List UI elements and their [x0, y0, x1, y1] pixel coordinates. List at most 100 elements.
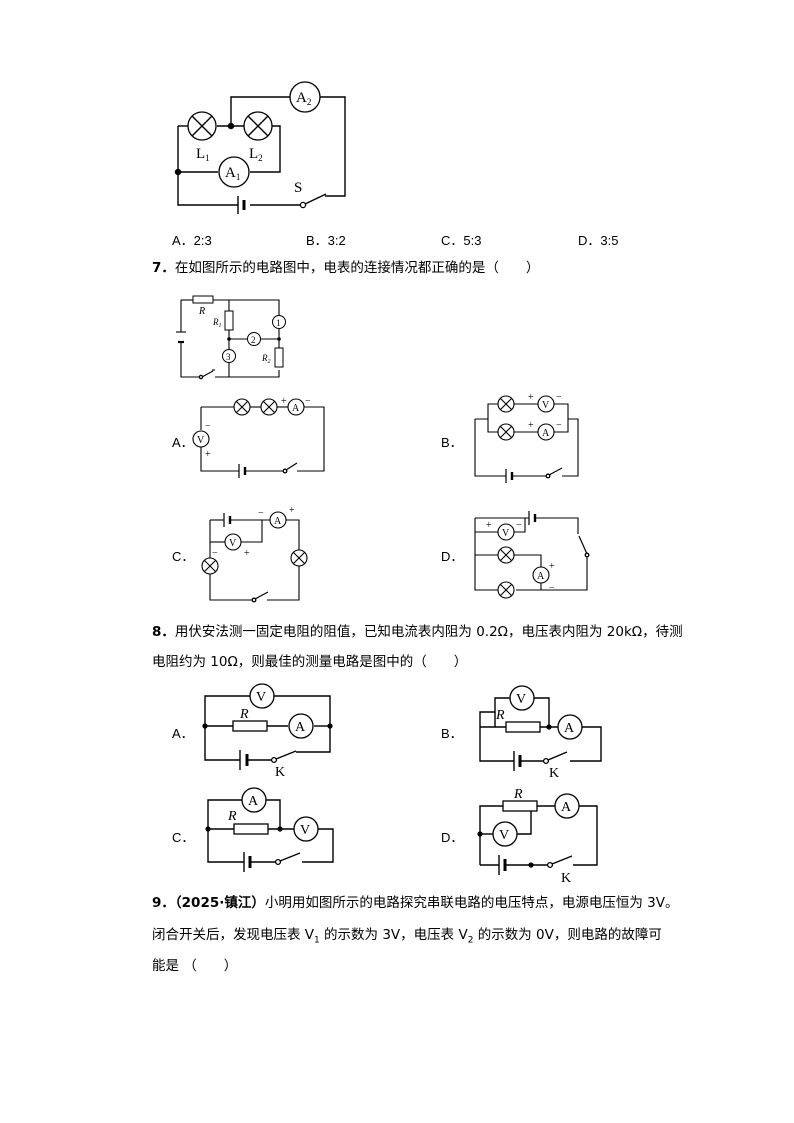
q8b-ammeter	[557, 714, 583, 740]
q6-junction	[227, 122, 235, 130]
lamp-icon	[497, 546, 515, 564]
q6-option-b[interactable]: B．3:2	[306, 233, 346, 248]
q7c-ammeter	[269, 511, 287, 529]
svg-text:A: A	[292, 403, 300, 414]
svg-text:R: R	[513, 787, 523, 802]
q6-switch-label: S	[294, 180, 302, 196]
svg-text:V: V	[197, 435, 205, 446]
lamp-icon	[290, 549, 308, 567]
q8-option-b[interactable]: B．	[441, 726, 463, 741]
q6-ammeter-a2-symbol	[289, 81, 321, 113]
q7a-voltmeter	[192, 430, 210, 448]
q8c-ammeter	[241, 787, 267, 813]
q6-option-c[interactable]: C．5:3	[441, 233, 482, 248]
q7c-voltmeter	[224, 533, 242, 551]
svg-text:A: A	[542, 428, 550, 439]
q8a-voltmeter	[249, 683, 275, 709]
svg-text:+: +	[205, 449, 211, 460]
svg-text:−: −	[556, 392, 562, 403]
svg-text:R1: R1	[212, 317, 222, 329]
q6-battery	[237, 196, 246, 214]
q7-meter-3	[222, 349, 236, 363]
q6-junction	[174, 168, 182, 176]
q8-number: 8．	[152, 624, 175, 640]
q7-resistor-r1	[224, 310, 234, 331]
svg-text:+: +	[549, 561, 555, 572]
q8c-voltmeter	[293, 816, 319, 842]
svg-text:−: −	[516, 520, 522, 531]
q8-option-d[interactable]: D．	[441, 830, 464, 845]
q6-lamp-l1-symbol	[187, 111, 217, 141]
svg-text:1: 1	[276, 318, 281, 328]
q8d-resistor	[502, 800, 538, 812]
q8c-resistor	[233, 823, 269, 835]
q7-number: 7．	[152, 260, 175, 276]
lamp-icon	[260, 398, 278, 416]
svg-text:K: K	[275, 765, 285, 780]
svg-text:+: +	[528, 420, 534, 431]
q7-resistor-r	[192, 295, 214, 304]
lamp-icon	[497, 423, 515, 441]
svg-text:−: −	[549, 583, 555, 594]
svg-text:R2: R2	[261, 353, 271, 365]
svg-text:V: V	[502, 528, 510, 539]
q7-resistor-r2	[274, 347, 284, 368]
q6-option-d[interactable]: D．3:5	[578, 233, 619, 248]
q7d-voltmeter	[497, 523, 515, 541]
q7-option-b[interactable]: B．	[441, 435, 463, 450]
q7a-ammeter	[287, 398, 305, 416]
q7-option-d[interactable]: D．	[441, 549, 464, 564]
q9-number: 9．	[152, 895, 175, 911]
q6-ammeter-a1-label: A1	[225, 165, 240, 182]
svg-text:+: +	[486, 520, 492, 531]
q9-source: （2025·镇江）	[174, 895, 265, 911]
q6-ammeter-a1-symbol	[218, 156, 250, 188]
svg-text:R: R	[198, 306, 205, 317]
svg-text:V: V	[229, 538, 237, 549]
q9-question-line1: 9．（2025·镇江）小明用如图所示的电路探究串联电路的电压特点，电源电压恒为 …	[152, 895, 679, 911]
q7-option-a[interactable]: A．	[172, 435, 194, 450]
q6-ammeter-a2-label: A2	[296, 90, 311, 107]
lamp-icon	[201, 557, 219, 575]
svg-text:A: A	[274, 516, 282, 527]
q7b-voltmeter	[537, 395, 555, 413]
q8d-voltmeter	[492, 821, 518, 847]
svg-text:+: +	[289, 505, 295, 516]
q8a-resistor	[232, 720, 268, 732]
q8-option-a[interactable]: A．	[172, 726, 194, 741]
q7d-ammeter	[532, 566, 550, 584]
svg-text:−: −	[205, 421, 211, 432]
q9-question-line3: 能是 （ ）	[152, 958, 238, 974]
svg-text:−: −	[212, 548, 218, 559]
lamp-icon	[233, 398, 251, 416]
q7-meter-1	[272, 315, 286, 329]
svg-text:A: A	[248, 794, 259, 809]
svg-text:K: K	[561, 871, 571, 886]
q6-lamp-l1-label: L1	[196, 146, 210, 163]
svg-text:A: A	[537, 571, 545, 582]
svg-text:+: +	[244, 548, 250, 559]
q7-question: 7．在如图所示的电路图中，电表的连接情况都正确的是（ ）	[152, 259, 539, 277]
q7-meter-2	[247, 332, 261, 346]
svg-text:R: R	[495, 708, 505, 723]
q6-option-a[interactable]: A．2:3	[172, 233, 212, 248]
q8-option-c[interactable]: C．	[172, 830, 195, 845]
svg-text:A: A	[295, 720, 306, 735]
svg-text:R: R	[239, 707, 249, 722]
q6-switch-symbol	[299, 193, 327, 209]
svg-text:V: V	[256, 690, 266, 705]
q7-option-c[interactable]: C．	[172, 549, 195, 564]
q8b-resistor	[505, 721, 541, 733]
svg-text:V: V	[300, 823, 310, 838]
lamp-icon	[497, 395, 515, 413]
q8b-voltmeter	[509, 685, 535, 711]
q7-text: 在如图所示的电路图中，电表的连接情况都正确的是（ ）	[174, 260, 540, 276]
